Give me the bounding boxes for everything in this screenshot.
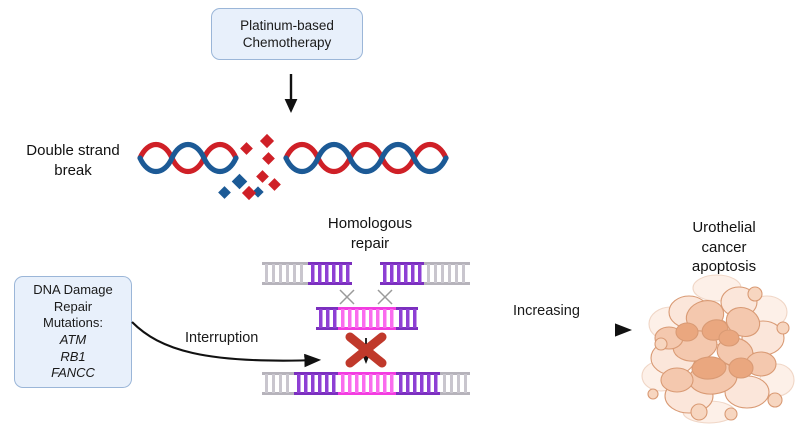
apoptotic-cell-cluster-icon <box>641 274 795 424</box>
platinum-chemotherapy-box: Platinum-based Chemotherapy <box>211 8 363 60</box>
dsb-label-line-1: Double strand <box>26 142 120 159</box>
interruption-label: Interruption <box>185 330 259 346</box>
homologous-repair-label: Homologous repair <box>303 214 437 253</box>
homologous-repair-diagram <box>262 262 470 396</box>
ddr-mutations-box: DNA Damage Repair Mutations: ATM RB1 FAN… <box>14 276 132 388</box>
helix-right-segment <box>283 141 449 175</box>
chemo-box-line-2: Chemotherapy <box>242 35 332 50</box>
uca-label-line-2: cancer <box>701 238 747 256</box>
ddr-box-line-3: Mutations: <box>43 315 103 331</box>
chemo-box-line-1: Platinum-based <box>240 17 334 33</box>
crossover-x-icon <box>339 289 393 305</box>
arrow-down-icon <box>284 74 298 113</box>
dsb-label-line-2: break <box>54 161 92 179</box>
hr-label-line-1: Homologous <box>327 215 413 232</box>
gene-rb1: RB1 <box>60 348 86 364</box>
urothelial-cancer-apoptosis-label: Urothelial cancer apoptosis <box>664 218 784 277</box>
ladder-bottom <box>262 372 470 396</box>
ladder-top-left <box>262 262 352 286</box>
ladder-middle <box>316 307 418 331</box>
dna-double-helix-icon <box>137 133 449 201</box>
helix-left-segment <box>137 141 239 175</box>
hr-label-line-2: repair <box>350 234 390 252</box>
red-x-block-icon <box>345 332 387 368</box>
double-strand-break-label: Double strand break <box>13 141 133 180</box>
curved-arrow-icon <box>131 321 322 368</box>
gene-fancc: FANCC <box>51 365 95 381</box>
gene-atm: ATM <box>59 332 87 347</box>
ddr-box-line-2: Repair <box>53 298 93 314</box>
arrow-right-icon <box>488 323 632 337</box>
ladder-top-right <box>380 262 470 286</box>
uca-label-line-1: Urothelial <box>692 219 756 236</box>
uca-label-line-3: apoptosis <box>691 258 757 275</box>
increasing-label: Increasing <box>513 303 580 319</box>
ddr-box-line-1: DNA Damage <box>33 282 113 298</box>
